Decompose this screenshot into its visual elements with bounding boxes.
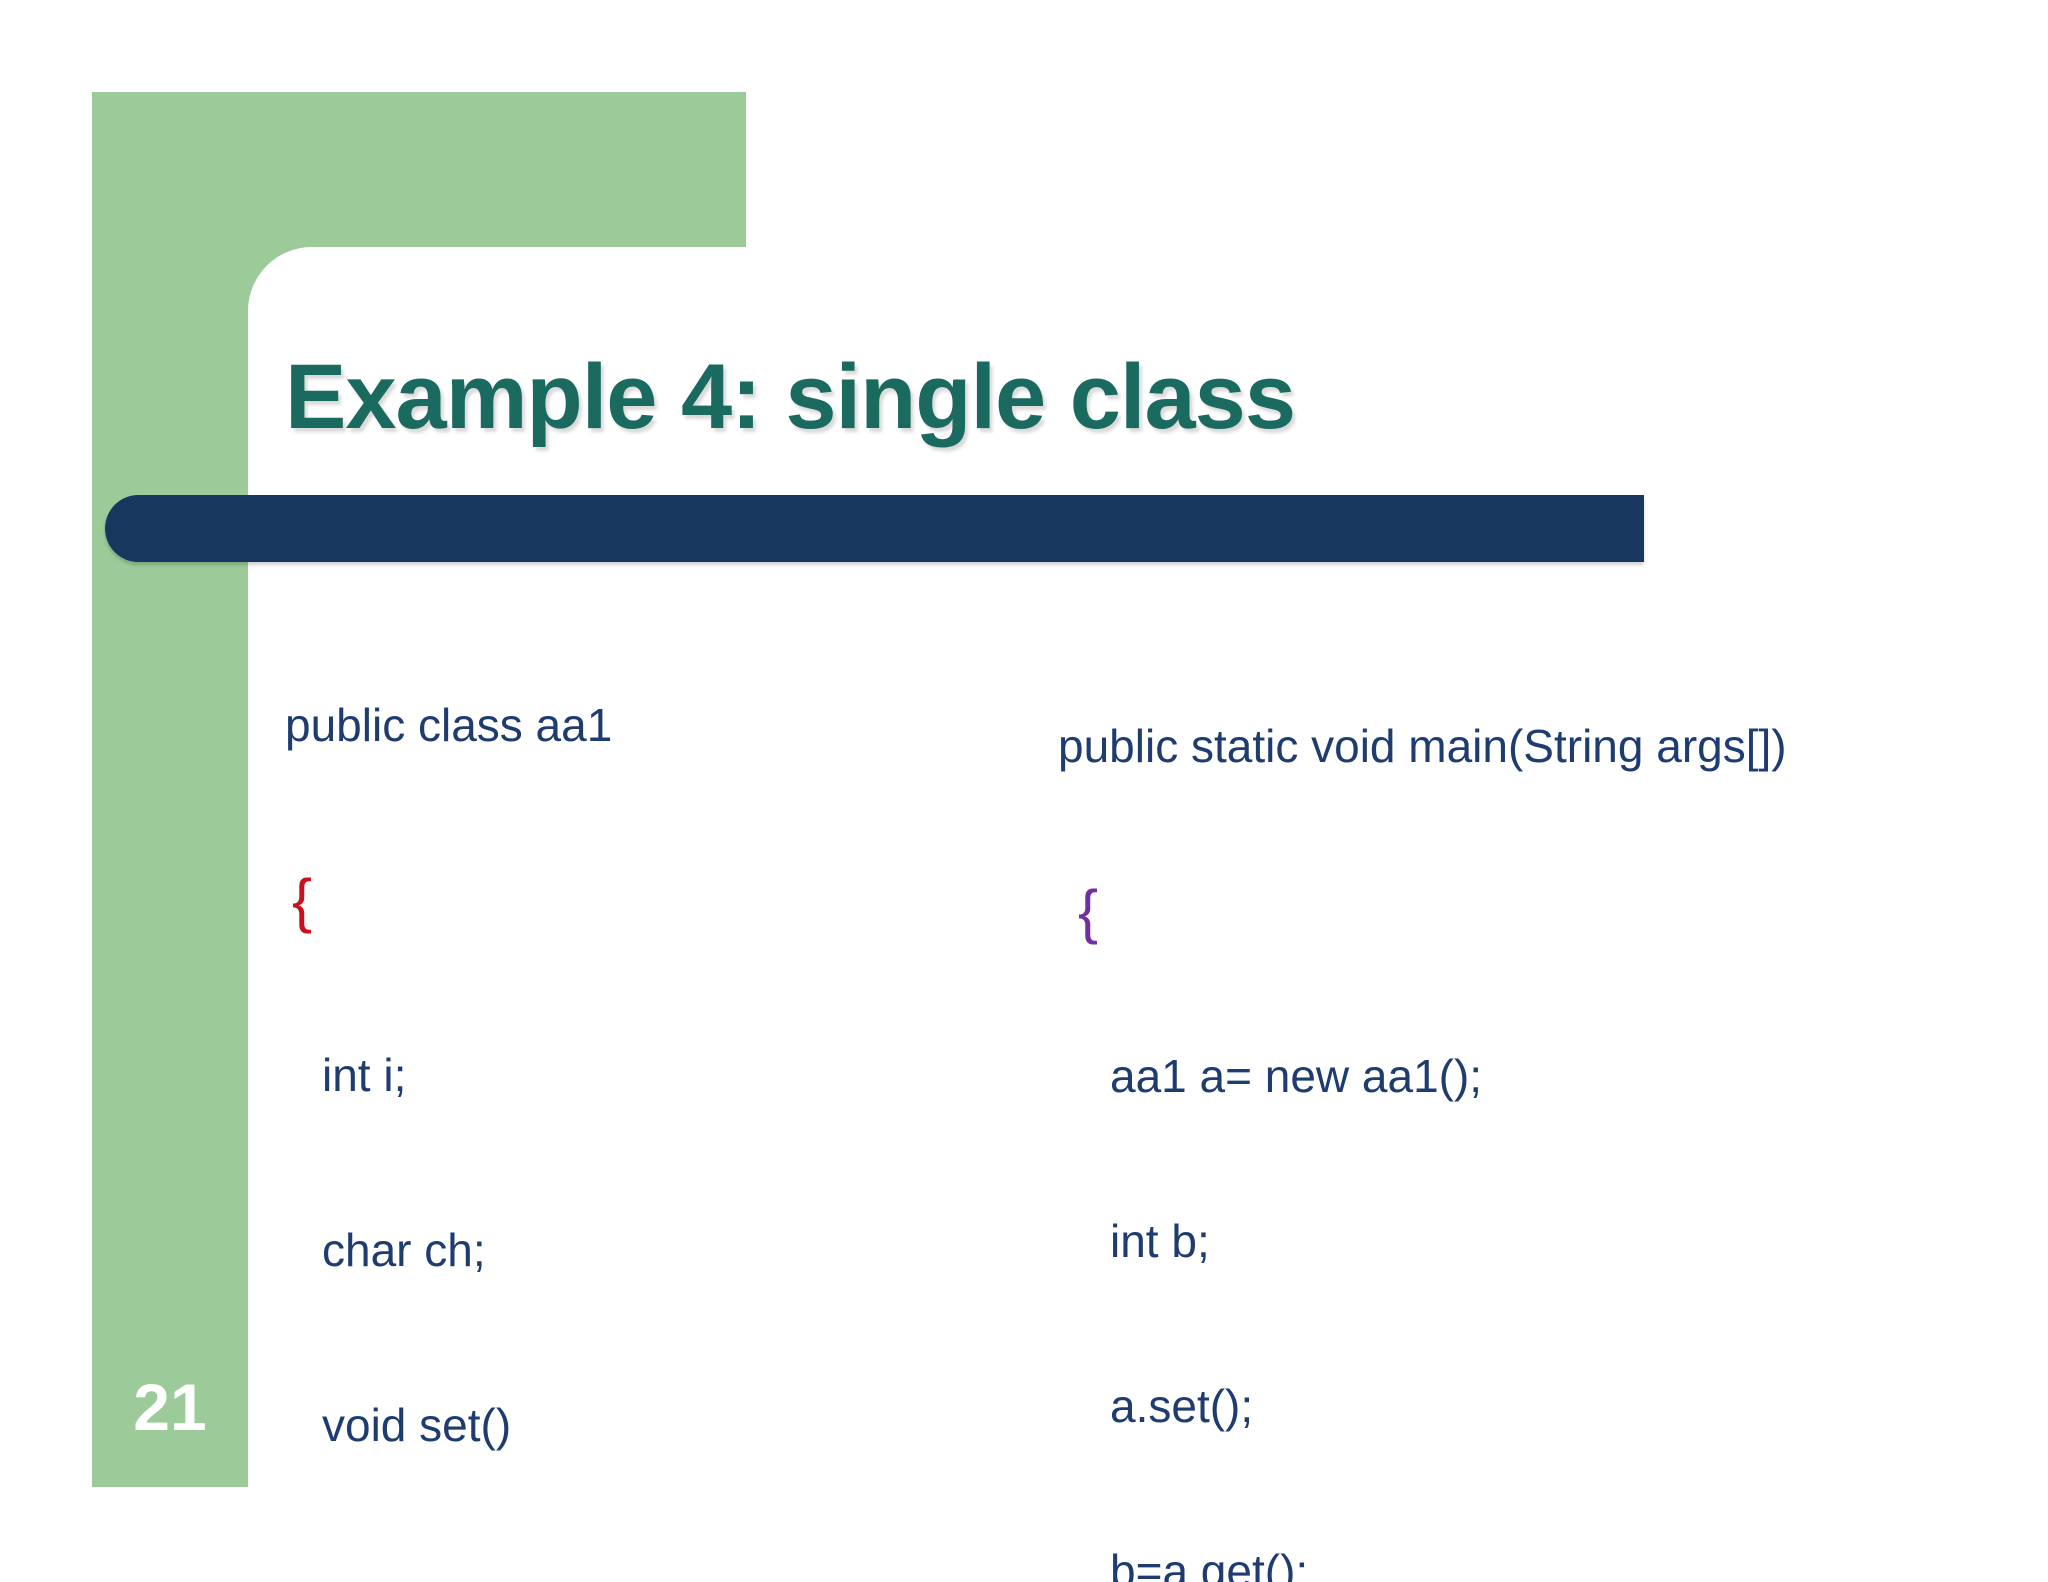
- code-line: char ch;: [322, 1224, 486, 1276]
- green-side-bar-decoration: [92, 92, 248, 1487]
- code-line: { i=20;}: [285, 1567, 612, 1582]
- code-line: public static void main(String args[]): [1058, 720, 1787, 772]
- class-definition-code-block: public class aa1 { int i; char ch; void …: [285, 584, 612, 1582]
- page-title: Example 4: single class: [285, 346, 1296, 448]
- code-line: int b;: [1110, 1215, 1210, 1267]
- code-line: b=a.get();: [1110, 1545, 1309, 1582]
- title-underline-bar: [105, 495, 1644, 562]
- code-line: aa1 a= new aa1();: [1110, 1050, 1483, 1102]
- code-line: public class aa1: [285, 699, 613, 751]
- code-line: void set(): [322, 1399, 512, 1451]
- open-brace-purple: {: [1078, 878, 1099, 945]
- open-brace-red: {: [292, 867, 313, 934]
- main-method-code-block: public static void main(String args[]) {…: [1058, 610, 1787, 1582]
- code-line: a.set();: [1110, 1380, 1254, 1432]
- content-panel: [248, 247, 2048, 1582]
- page-number: 21: [133, 1370, 207, 1444]
- code-line: int i;: [322, 1049, 407, 1101]
